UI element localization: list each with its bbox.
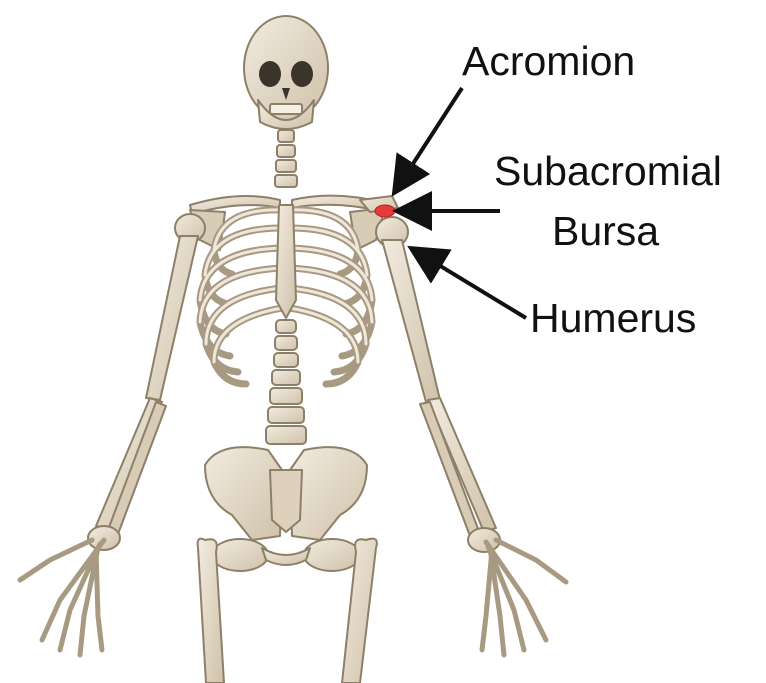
spine — [266, 320, 306, 444]
left-arm — [88, 214, 205, 550]
bursa-label: Bursa — [552, 211, 659, 252]
cervical-spine — [275, 130, 297, 187]
subacromial-bursa — [375, 205, 395, 217]
humerus-arrow — [414, 250, 526, 318]
humerus-label: Humerus — [530, 298, 696, 339]
acromion-arrow — [396, 88, 462, 190]
acromion-label: Acromion — [462, 41, 635, 82]
left-hand — [20, 540, 104, 655]
sternum — [276, 205, 296, 318]
right-arm — [376, 217, 500, 552]
subacromial-label: Subacromial — [494, 151, 722, 192]
pointer-arrows — [396, 88, 526, 318]
pelvis — [205, 447, 367, 571]
right-hand — [482, 540, 566, 655]
skeleton-illustration — [20, 16, 566, 683]
skull — [244, 16, 328, 129]
